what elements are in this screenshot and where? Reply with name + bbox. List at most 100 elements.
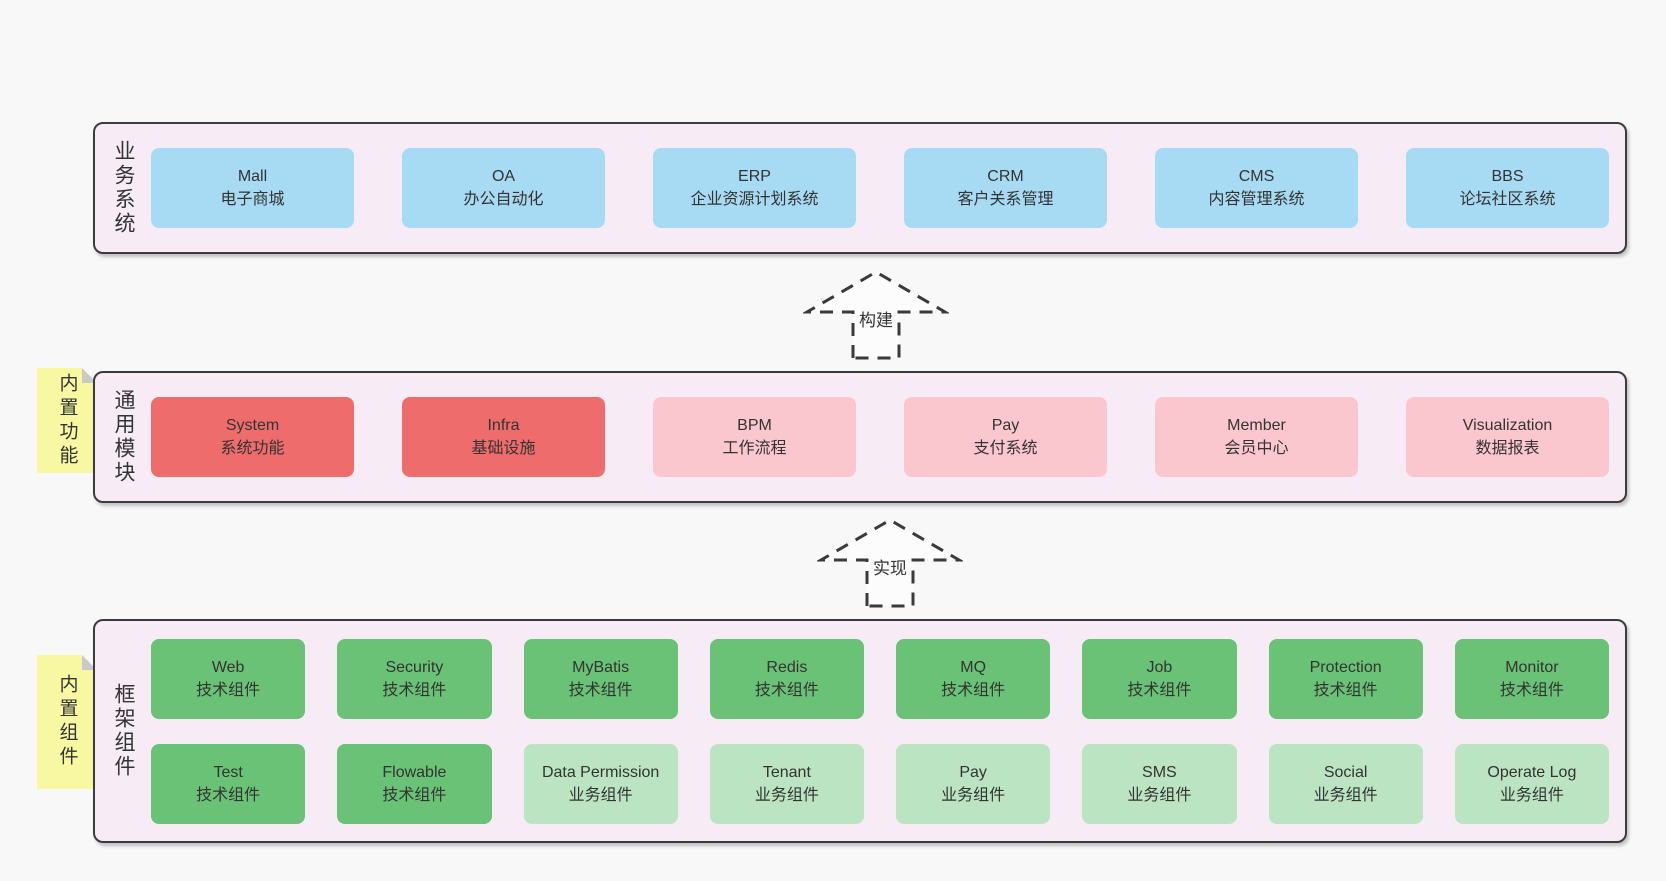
node-desc: 系统功能 — [220, 440, 285, 457]
diagram-node: Tenant 业务组件 — [709, 743, 864, 824]
node-name: SMS — [1142, 763, 1177, 781]
node-name: MyBatis — [572, 658, 630, 676]
node-name: Redis — [766, 658, 808, 676]
node-name: Tenant — [762, 763, 811, 781]
diagram-node: Operate Log 业务组件 — [1454, 743, 1609, 824]
layer-title: 业务系统 — [112, 140, 135, 236]
node-name: Data Permission — [541, 763, 660, 781]
node-name: Web — [211, 658, 245, 676]
node-name: Infra — [487, 417, 520, 434]
diagram-node: Flowable 技术组件 — [337, 743, 492, 824]
diagram-node: Pay 支付系统 — [904, 397, 1107, 477]
node-desc: 企业资源计划系统 — [690, 191, 819, 208]
diagram-node: MyBatis 技术组件 — [523, 638, 678, 719]
layer-framework-components: 框架组件 Web 技术组件 Security 技术组件 MyBatis 技术组件… — [93, 619, 1627, 843]
diagram-node: CMS 内容管理系统 — [1155, 148, 1358, 228]
diagram-node: System 系统功能 — [151, 397, 354, 477]
diagram-node: Monitor 技术组件 — [1454, 638, 1609, 719]
diagram-node: OA 办公自动化 — [402, 148, 605, 228]
diagram-node: CRM 客户关系管理 — [904, 148, 1107, 228]
node-desc: 会员中心 — [1224, 440, 1289, 457]
sticky-note-built-in-features: 内置功能 — [37, 368, 97, 473]
diagram-node: Mall 电子商城 — [151, 148, 354, 228]
diagram-node: Protection 技术组件 — [1268, 638, 1423, 719]
diagram-node: Social 业务组件 — [1268, 743, 1423, 824]
node-name: Monitor — [1505, 658, 1559, 676]
node-name: Member — [1227, 417, 1286, 434]
diagram-node: Test 技术组件 — [151, 743, 306, 824]
node-name: Mall — [237, 168, 268, 185]
up-arrow-implement-icon: 实现 — [817, 516, 963, 608]
diagram-node: Member 会员中心 — [1155, 397, 1358, 477]
layer-title: 框架组件 — [112, 683, 135, 779]
business-systems-row: Mall 电子商城 OA 办公自动化 ERP 企业资源计划系统 CRM 客户关系… — [151, 124, 1609, 252]
node-desc: 论坛社区系统 — [1459, 191, 1556, 208]
diagram-node: MQ 技术组件 — [896, 638, 1051, 719]
node-name: Visualization — [1462, 417, 1553, 434]
node-name: Pay — [959, 763, 987, 781]
node-desc: 技术组件 — [568, 681, 633, 699]
common-modules-row: System 系统功能 Infra 基础设施 BPM 工作流程 Pay 支付系统… — [151, 373, 1609, 501]
node-desc: 基础设施 — [471, 440, 536, 457]
node-desc: 业务组件 — [1499, 786, 1564, 804]
node-name: Operate Log — [1487, 763, 1577, 781]
node-desc: 技术组件 — [1499, 681, 1564, 699]
node-desc: 业务组件 — [754, 786, 819, 804]
framework-components-grid: Web 技术组件 Security 技术组件 MyBatis 技术组件 Redi… — [151, 621, 1609, 841]
node-desc: 业务组件 — [1313, 786, 1378, 804]
node-name: CMS — [1238, 168, 1275, 185]
node-name: ERP — [738, 168, 771, 185]
diagram-node: Redis 技术组件 — [709, 638, 864, 719]
diagram-node: Data Permission 业务组件 — [523, 743, 678, 824]
node-desc: 工作流程 — [722, 440, 787, 457]
node-name: Social — [1323, 763, 1368, 781]
node-desc: 技术组件 — [754, 681, 819, 699]
node-desc: 业务组件 — [568, 786, 633, 804]
diagram-node: BBS 论坛社区系统 — [1406, 148, 1609, 228]
layer-business-systems: 业务系统 Mall 电子商城 OA 办公自动化 ERP 企业资源计划系统 CRM… — [93, 122, 1627, 254]
node-name: BBS — [1491, 168, 1524, 185]
node-name: Pay — [991, 417, 1020, 434]
node-desc: 电子商城 — [220, 191, 285, 208]
node-desc: 内容管理系统 — [1208, 191, 1305, 208]
node-desc: 技术组件 — [941, 681, 1006, 699]
node-desc: 支付系统 — [973, 440, 1038, 457]
node-desc: 技术组件 — [382, 681, 447, 699]
diagram-node: Web 技术组件 — [151, 638, 306, 719]
node-name: Flowable — [382, 763, 447, 781]
node-desc: 业务组件 — [941, 786, 1006, 804]
node-name: MQ — [960, 658, 987, 676]
diagram-node: Visualization 数据报表 — [1406, 397, 1609, 477]
sticky-note-built-in-components: 内置组件 — [37, 655, 97, 789]
layer-common-modules: 通用模块 System 系统功能 Infra 基础设施 BPM 工作流程 Pay… — [93, 371, 1627, 503]
node-name: Security — [385, 658, 444, 676]
layer-title: 通用模块 — [112, 389, 135, 485]
diagram-node: ERP 企业资源计划系统 — [653, 148, 856, 228]
diagram-node: BPM 工作流程 — [653, 397, 856, 477]
node-name: System — [225, 417, 280, 434]
diagram-node: SMS 业务组件 — [1082, 743, 1237, 824]
sticky-note-label: 内置组件 — [56, 674, 78, 770]
node-desc: 技术组件 — [1127, 681, 1192, 699]
diagram-node: Job 技术组件 — [1082, 638, 1237, 719]
node-desc: 技术组件 — [196, 786, 261, 804]
sticky-note-label: 内置功能 — [56, 372, 78, 469]
node-desc: 办公自动化 — [463, 191, 544, 208]
diagram-node: Security 技术组件 — [337, 638, 492, 719]
up-arrow-build-icon: 构建 — [803, 268, 949, 360]
node-name: CRM — [987, 168, 1024, 185]
node-desc: 业务组件 — [1127, 786, 1192, 804]
node-desc: 技术组件 — [1313, 681, 1378, 699]
node-name: Protection — [1309, 658, 1382, 676]
arrow-label: 实现 — [870, 554, 910, 579]
node-name: Job — [1146, 658, 1173, 676]
node-desc: 技术组件 — [196, 681, 261, 699]
node-desc: 技术组件 — [382, 786, 447, 804]
node-desc: 数据报表 — [1475, 440, 1540, 457]
arrow-label: 构建 — [856, 306, 896, 331]
diagram-node: Infra 基础设施 — [402, 397, 605, 477]
node-name: Test — [213, 763, 243, 781]
diagram-node: Pay 业务组件 — [896, 743, 1051, 824]
node-name: BPM — [737, 417, 772, 434]
